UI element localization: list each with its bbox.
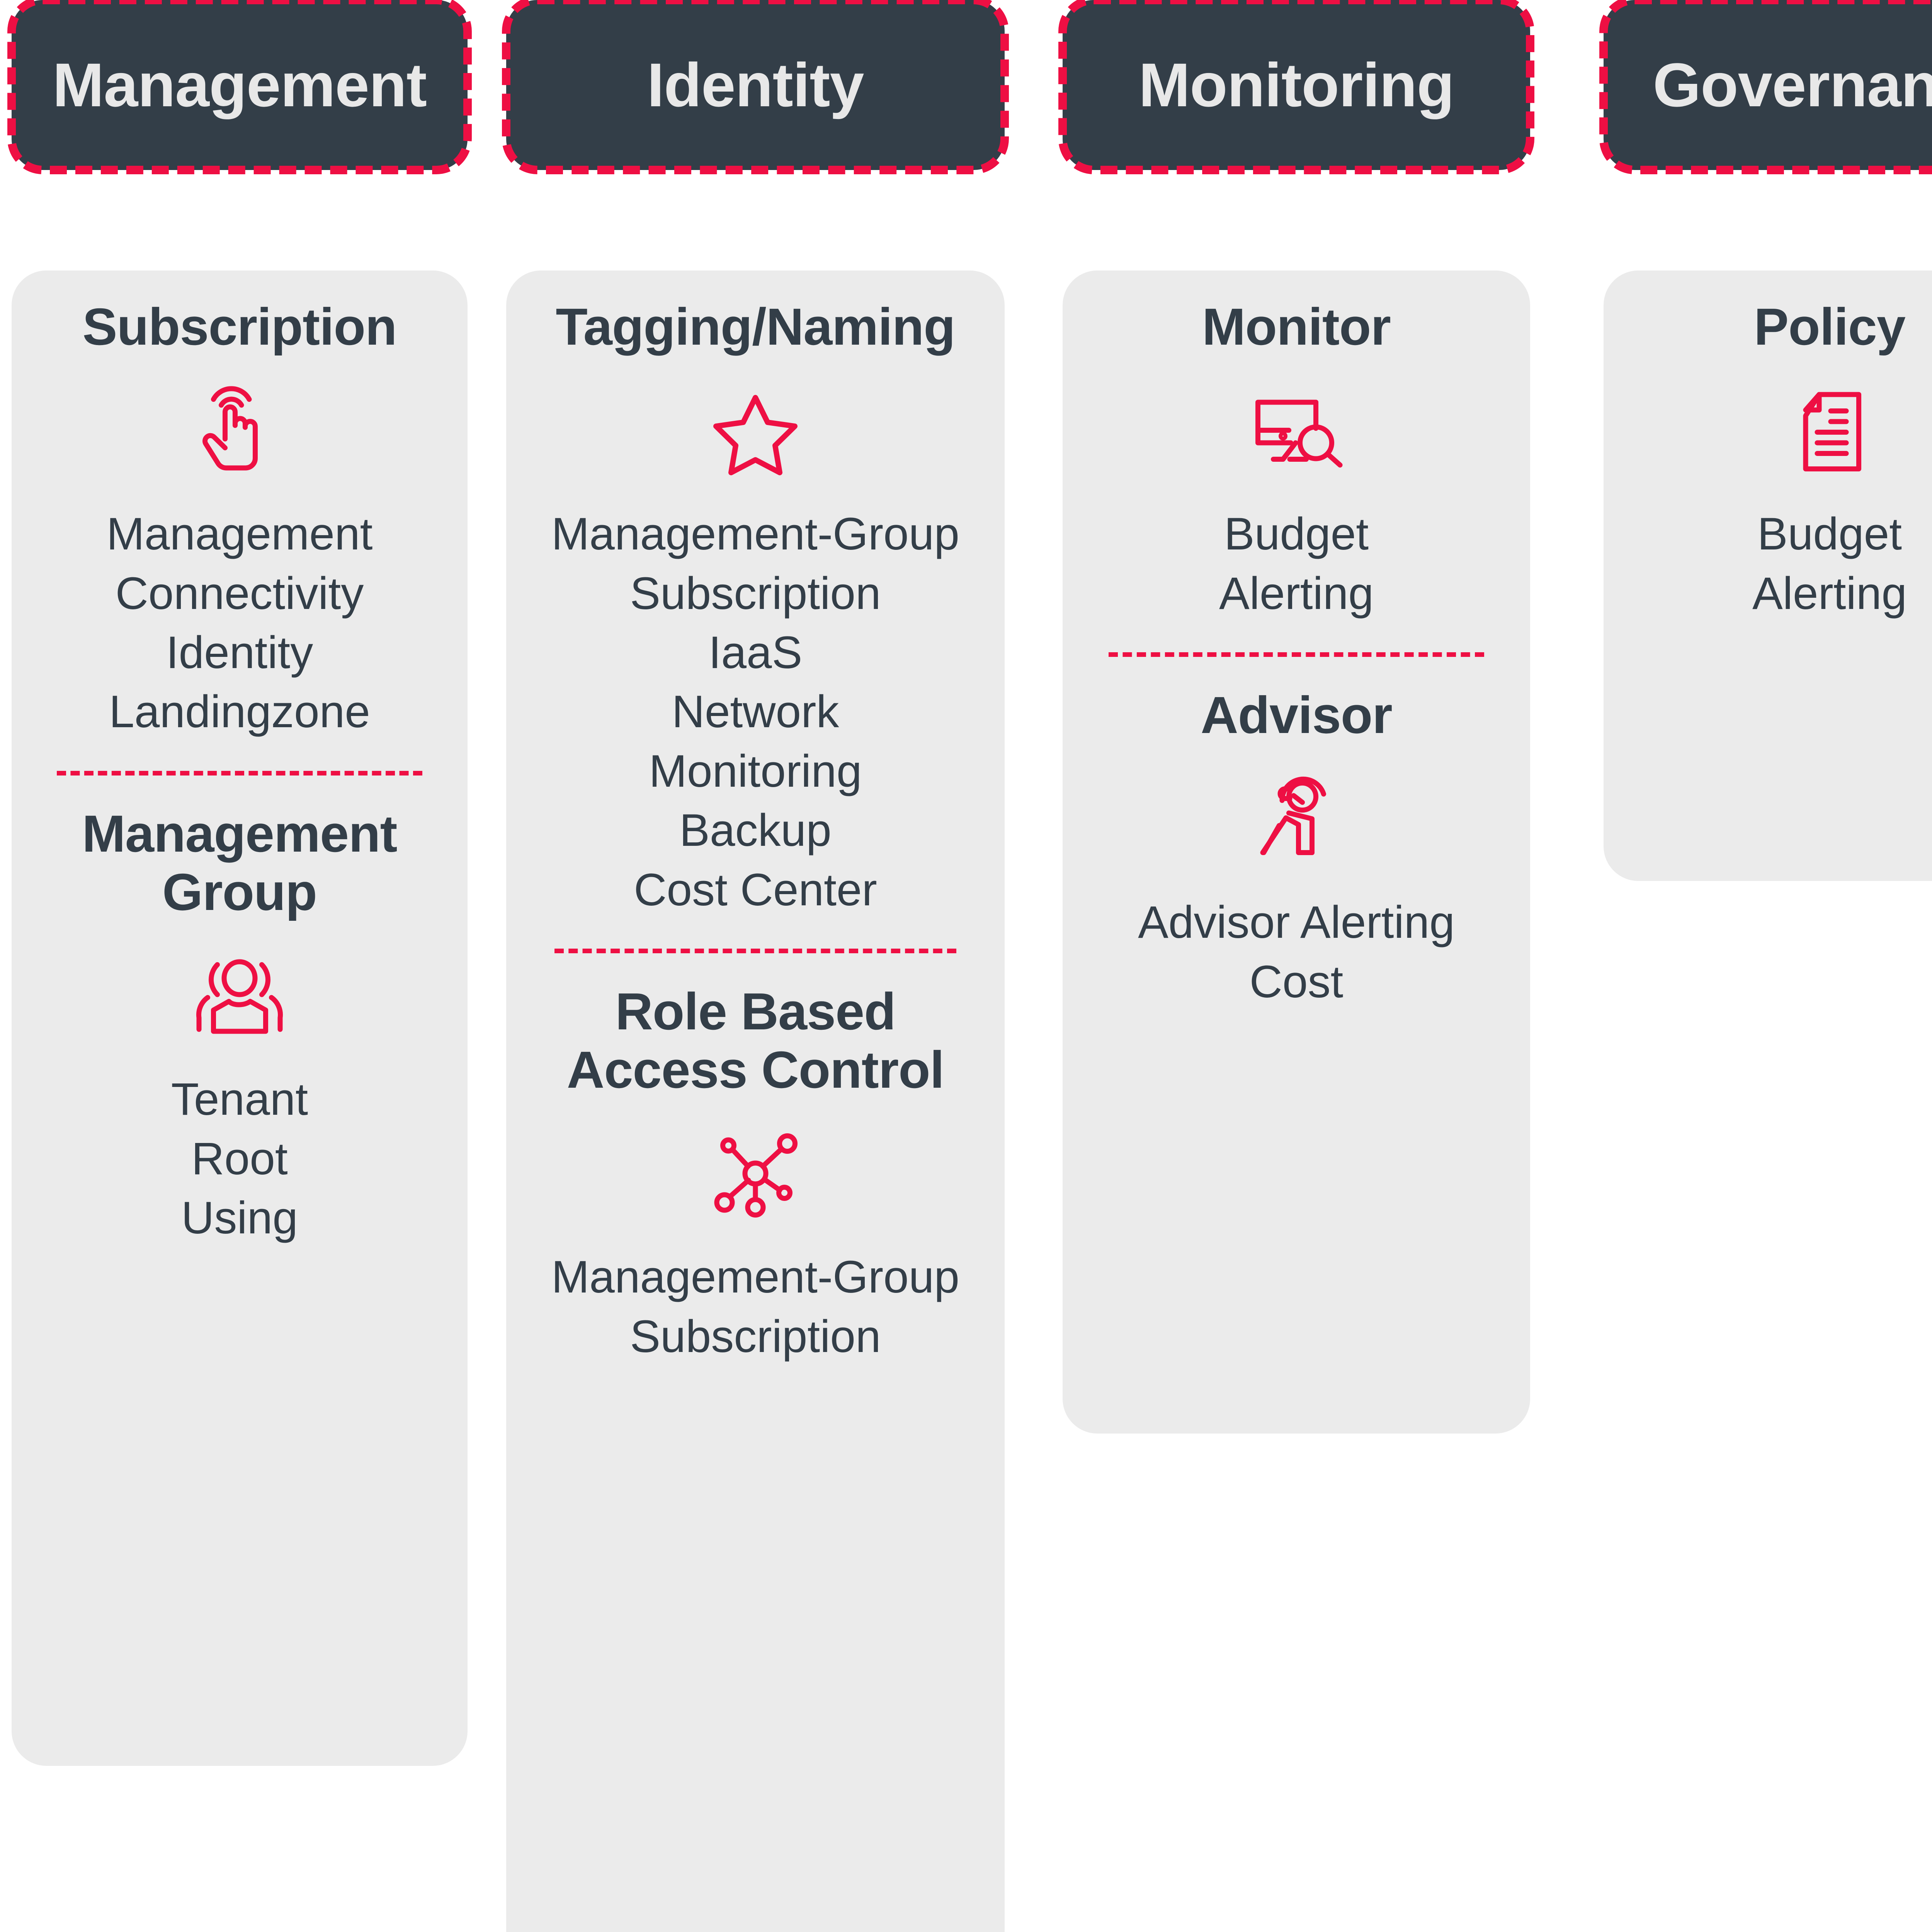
section-title: Policy bbox=[1754, 298, 1906, 356]
section-management-group: Management Group Tenant Root Using bbox=[27, 804, 452, 1248]
list-item: Network bbox=[672, 686, 839, 738]
list-item: Management-Group bbox=[551, 1252, 959, 1303]
section-title: Role Based Access Control bbox=[566, 982, 944, 1099]
section-subscription: Subscription Management Connectivity bbox=[27, 298, 452, 742]
card-identity: Tagging/Naming Management-Group Subscrip… bbox=[506, 270, 1005, 1932]
item-list: Tenant Root Using bbox=[27, 1070, 452, 1248]
section-divider bbox=[1109, 652, 1484, 657]
item-list: Budget Alerting bbox=[1078, 505, 1515, 623]
item-list: Advisor Alerting Cost bbox=[1078, 893, 1515, 1012]
document-lines-icon bbox=[1788, 383, 1871, 483]
section-title: Tagging/Naming bbox=[556, 298, 955, 356]
card-governance: Policy Budget Alerting bbox=[1604, 270, 1932, 881]
list-item: Budget bbox=[1757, 509, 1902, 560]
section-divider bbox=[57, 770, 422, 776]
list-item: Management-Group bbox=[551, 509, 959, 560]
list-item: Using bbox=[181, 1192, 298, 1243]
pillar-header-label: Governance bbox=[1653, 50, 1932, 119]
list-item: Alerting bbox=[1219, 568, 1374, 619]
pillar-header-identity[interactable]: Identity bbox=[502, 0, 1009, 174]
tap-hand-icon bbox=[195, 383, 284, 483]
list-item: IaaS bbox=[708, 627, 803, 678]
section-rbac: Role Based Access Control bbox=[522, 982, 989, 1366]
pillar-header-label: Monitoring bbox=[1138, 50, 1454, 119]
pillar-header-governance[interactable]: Governance bbox=[1599, 0, 1932, 174]
headset-person-icon bbox=[1253, 771, 1340, 872]
column-monitoring: Monitoring Monitor bbox=[1043, 0, 1580, 1434]
card-monitoring: Monitor Budget Alerting bbox=[1063, 270, 1530, 1434]
section-title: Advisor bbox=[1201, 685, 1393, 744]
section-policy: Policy Budget Alerting bbox=[1619, 298, 1932, 623]
list-item: Subscription bbox=[630, 568, 881, 619]
column-identity: Identity Tagging/Naming Management-Group… bbox=[491, 0, 1043, 1932]
section-tagging-naming: Tagging/Naming Management-Group Subscrip… bbox=[522, 298, 989, 920]
list-item: Tenant bbox=[171, 1074, 308, 1125]
list-item: Landingzone bbox=[109, 686, 370, 738]
star-icon bbox=[707, 383, 804, 483]
network-nodes-icon bbox=[707, 1126, 804, 1226]
list-item: Subscription bbox=[630, 1311, 881, 1362]
list-item: Alerting bbox=[1752, 568, 1907, 619]
pillar-header-label: Management bbox=[53, 50, 427, 119]
pillar-header-monitoring[interactable]: Monitoring bbox=[1058, 0, 1534, 174]
card-management: Subscription Management Connectivity bbox=[12, 270, 468, 1766]
monitor-search-icon bbox=[1245, 383, 1348, 483]
list-item: Budget bbox=[1224, 509, 1369, 560]
list-item: Monitoring bbox=[649, 745, 862, 797]
list-item: Cost bbox=[1249, 956, 1344, 1007]
section-divider bbox=[554, 948, 957, 953]
list-item: Backup bbox=[679, 805, 832, 856]
list-item: Management bbox=[106, 509, 373, 560]
list-item: Advisor Alerting bbox=[1138, 897, 1455, 948]
section-title: Monitor bbox=[1202, 298, 1391, 356]
item-list: Management-Group Subscription bbox=[522, 1248, 989, 1366]
user-group-icon bbox=[191, 948, 288, 1049]
list-item: Connectivity bbox=[115, 568, 364, 619]
list-item: Root bbox=[191, 1133, 288, 1184]
item-list: Budget Alerting bbox=[1619, 505, 1932, 623]
list-item: Identity bbox=[166, 627, 313, 678]
pillar-header-label: Identity bbox=[647, 50, 864, 119]
list-item: Cost Center bbox=[634, 864, 877, 915]
pillar-header-management[interactable]: Management bbox=[7, 0, 472, 174]
column-governance: Governance Policy Budget bbox=[1580, 0, 1932, 881]
section-title: Management Group bbox=[82, 804, 397, 921]
section-advisor: Advisor Advisor Alerting Cost bbox=[1078, 686, 1515, 1012]
item-list: Management-Group Subscription IaaS Netwo… bbox=[522, 505, 989, 920]
column-management: Management Subscription bbox=[0, 0, 491, 1766]
item-list: Management Connectivity Identity Landing… bbox=[27, 505, 452, 742]
section-title: Subscription bbox=[82, 298, 397, 356]
section-monitor: Monitor Budget Alerting bbox=[1078, 298, 1515, 623]
